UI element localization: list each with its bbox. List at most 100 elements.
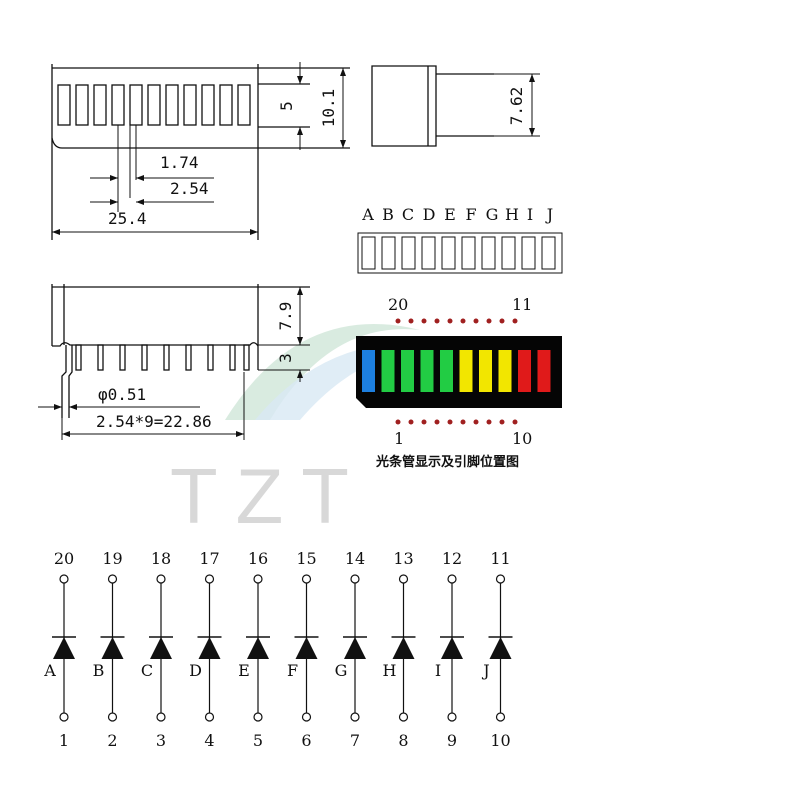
led-bar-segment	[459, 350, 473, 392]
diode-symbol	[101, 637, 124, 659]
segment-letter: C	[402, 205, 414, 224]
led-top-right-pin: 11	[512, 295, 532, 314]
dim-height-outer: 10.1	[319, 89, 338, 128]
schematic-top-pin: 18	[151, 549, 171, 568]
diode-channel: 17D 4	[189, 549, 222, 750]
dim-lead-diameter: φ0.51	[98, 385, 146, 404]
diode-symbol	[344, 637, 366, 659]
bottom-view: 7.9 3 φ0.51 2.54*9=22.86	[38, 284, 310, 440]
schematic-bottom-pin: 2	[107, 731, 117, 750]
led-bottom-right-pin: 10	[512, 429, 532, 448]
diode-channel: 11J 10	[481, 549, 513, 750]
pin-leads	[61, 344, 250, 418]
schematic-bottom-pin: 8	[398, 731, 408, 750]
led-bars	[362, 350, 551, 392]
dim-length: 25.4	[108, 209, 147, 228]
schematic-bottom-pin: 7	[350, 731, 360, 750]
schematic-bottom-pin: 5	[253, 731, 263, 750]
diode-channel: 18C 3	[141, 549, 173, 750]
diode-channel: 14G 7	[335, 549, 367, 750]
schematic-top-pin: 11	[490, 549, 510, 568]
led-bar-segment	[420, 350, 434, 392]
dim-side-depth: 7.62	[507, 87, 526, 126]
led-bar-segment	[498, 350, 512, 392]
front-view: 5 10.1 1.74 2.54 25.4	[51, 62, 350, 240]
schematic-segment-label: E	[238, 661, 250, 680]
led-bar-segment	[518, 350, 531, 392]
led-bar-segment	[362, 350, 375, 392]
led-top-left-pin: 20	[388, 295, 408, 314]
front-segments	[57, 84, 251, 126]
schematic-segment-label: I	[435, 661, 441, 680]
schematic-top-pin: 14	[345, 549, 365, 568]
diode-symbol	[392, 637, 415, 659]
side-view: 7.62	[371, 65, 540, 147]
segment-letter: I	[527, 205, 533, 224]
dim-seg-width: 1.74	[160, 153, 199, 172]
led-bar-display: 20 11 1 10 光条管显示及引脚位置图	[356, 295, 562, 470]
segment-letter: G	[486, 205, 499, 224]
dim-lead-span: 2.54*9=22.86	[96, 412, 212, 431]
segment-letter: E	[444, 205, 456, 224]
diode-channel: 20A 1	[43, 549, 76, 750]
segment-letter: A	[361, 205, 374, 224]
schematic-segment-label: F	[287, 661, 298, 680]
segment-letter: F	[465, 205, 476, 224]
diode-channel: 19B 2	[93, 549, 125, 750]
segment-letter: H	[505, 205, 519, 224]
diode-symbol	[198, 637, 221, 659]
schematic: 20A119B218C317D416E515F614G713H812I911J1…	[43, 549, 513, 750]
segment-letter-row: A B C D E F G H I J	[361, 205, 553, 224]
schematic-segment-label: H	[383, 661, 397, 680]
led-bar-segment	[479, 350, 492, 392]
schematic-segment-label: J	[481, 661, 489, 680]
led-bar-segment	[401, 350, 414, 392]
led-bottom-left-pin: 1	[394, 429, 404, 448]
schematic-top-pin: 13	[393, 549, 413, 568]
led-caption: 光条管显示及引脚位置图	[375, 454, 519, 470]
schematic-top-pin: 20	[54, 549, 74, 568]
schematic-bottom-pin: 3	[156, 731, 166, 750]
watermark-text: TZT	[170, 452, 367, 540]
diode-symbol	[247, 637, 269, 659]
dim-lead-length: 3	[276, 353, 295, 363]
segment-letter: D	[423, 205, 436, 224]
dim-height-inner: 5	[277, 101, 296, 111]
schematic-segment-label: C	[141, 661, 153, 680]
schematic-segment-label: D	[189, 661, 202, 680]
schematic-top-pin: 15	[296, 549, 316, 568]
schematic-segment-label: G	[335, 661, 348, 680]
diode-channel: 13H 8	[383, 549, 416, 750]
diode-symbol	[295, 637, 318, 659]
diode-symbol	[150, 637, 172, 659]
schematic-top-pin: 17	[199, 549, 219, 568]
segment-letter: J	[545, 205, 553, 224]
led-bottom-pin-dots	[395, 419, 518, 425]
dim-body-height: 7.9	[276, 302, 295, 331]
led-top-pin-dots	[395, 318, 518, 324]
segment-box-row	[357, 232, 563, 274]
schematic-top-pin: 19	[102, 549, 122, 568]
schematic-bottom-pin: 10	[490, 731, 510, 750]
led-bar-segment	[537, 350, 551, 392]
led-bar-segment	[381, 350, 395, 392]
schematic-top-pin: 12	[442, 549, 462, 568]
schematic-segment-label: B	[93, 661, 105, 680]
watermark-logo: TZT	[170, 324, 440, 540]
diode-symbol	[441, 637, 463, 659]
schematic-bottom-pin: 4	[204, 731, 214, 750]
schematic-bottom-pin: 1	[59, 731, 69, 750]
diode-channel: 16E 5	[238, 549, 270, 750]
schematic-top-pin: 16	[248, 549, 268, 568]
schematic-bottom-pin: 9	[447, 731, 457, 750]
diode-symbol	[53, 637, 75, 659]
diode-symbol	[489, 637, 512, 659]
schematic-segment-label: A	[43, 661, 56, 680]
dim-pitch: 2.54	[170, 179, 209, 198]
diode-channel: 15F 6	[287, 549, 319, 750]
led-bar-segment	[440, 350, 453, 392]
schematic-bottom-pin: 6	[301, 731, 311, 750]
segment-letter: B	[382, 205, 394, 224]
diode-channel: 12I 9	[435, 549, 464, 750]
